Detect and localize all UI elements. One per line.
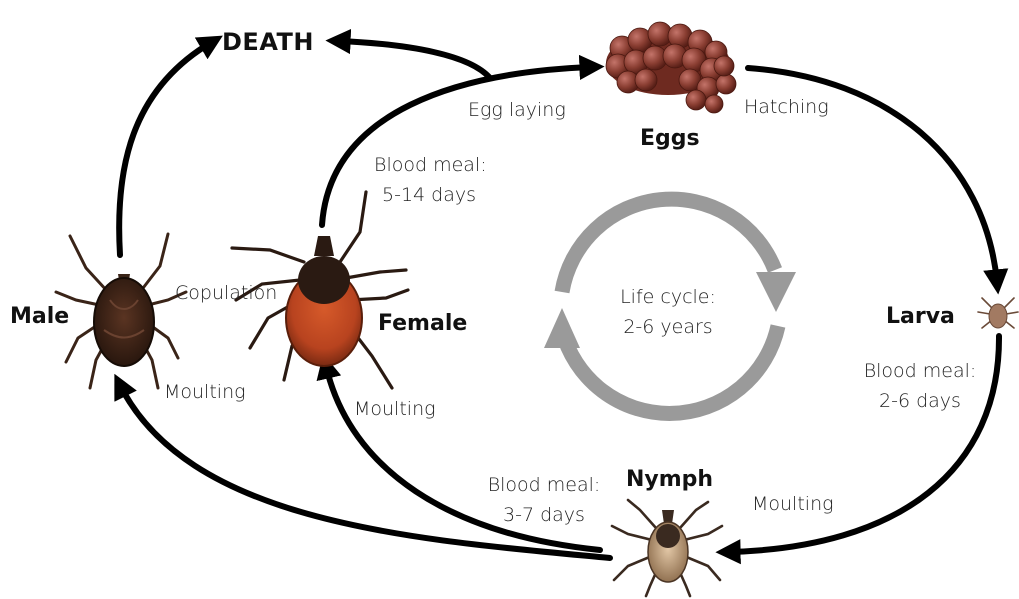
hatching-label: Hatching [744, 92, 829, 122]
female-blood-meal: Blood meal: 5-14 days [374, 150, 487, 210]
larva-blood-meal-duration: 2-6 days [860, 386, 980, 416]
life-cycle-label: Life cycle: [608, 282, 728, 312]
cycle-arrowhead-bottom [544, 308, 580, 348]
nymph-blood-meal: Blood meal: 3-7 days [484, 470, 604, 530]
arrow-egglaying-to-death [338, 41, 490, 78]
moulting-nymph-label: Moulting [752, 489, 834, 519]
life-cycle-duration: 2-6 years [608, 312, 728, 342]
larva-label: Larva [886, 304, 955, 329]
arrow-male-to-death [119, 42, 212, 255]
larva-blood-meal-label: Blood meal: [860, 356, 980, 386]
copulation-label: Copulation [175, 278, 277, 308]
cycle-arrowhead-top [756, 272, 796, 312]
life-cycle-text: Life cycle: 2-6 years [608, 282, 728, 342]
egg-laying-label: Egg laying [468, 95, 566, 125]
moulting-male-label: Moulting [164, 377, 246, 407]
nymph-blood-meal-duration: 3-7 days [484, 500, 604, 530]
moulting-female-label: Moulting [354, 394, 436, 424]
male-label: Male [10, 304, 69, 329]
nymph-blood-meal-label: Blood meal: [484, 470, 604, 500]
larva-blood-meal: Blood meal: 2-6 days [860, 356, 980, 416]
eggs-label: Eggs [640, 126, 700, 151]
death-label: DEATH [222, 28, 314, 56]
female-label: Female [378, 311, 467, 336]
eggs-icon [606, 22, 736, 113]
nymph-label: Nymph [626, 467, 713, 492]
female-blood-meal-duration: 5-14 days [374, 180, 487, 210]
female-blood-meal-label: Blood meal: [374, 150, 487, 180]
